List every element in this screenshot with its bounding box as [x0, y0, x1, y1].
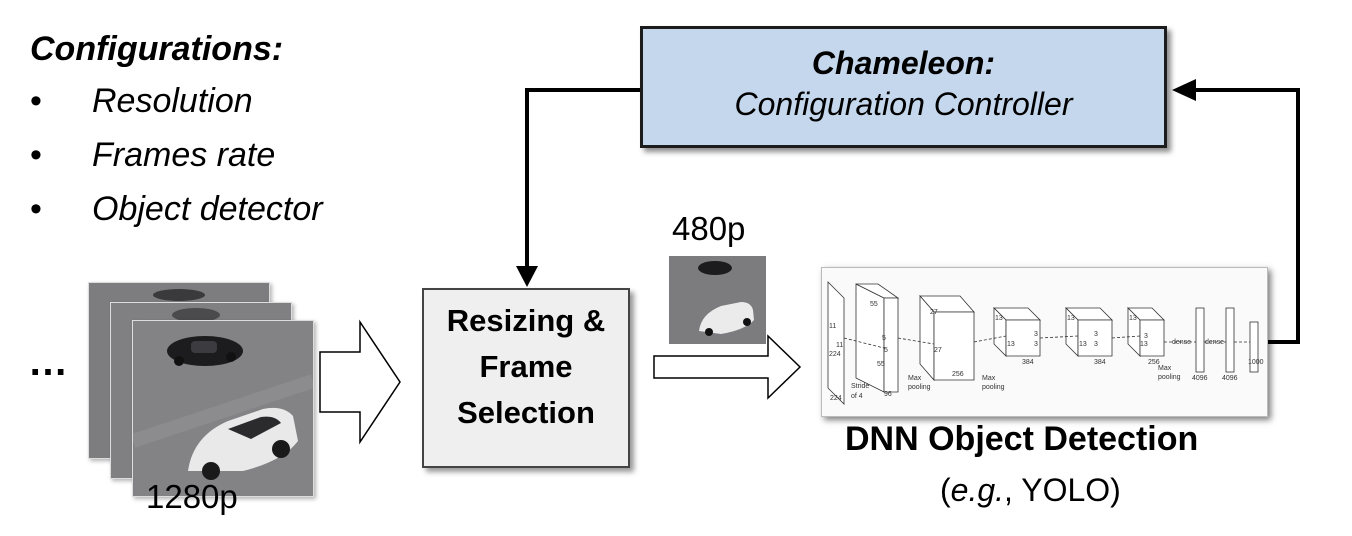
layer-label: 4096	[1192, 375, 1208, 382]
car-photo	[133, 321, 313, 496]
hollow-arrow-icon	[653, 334, 802, 400]
layer-label: 5	[884, 347, 888, 354]
resize-line-1: Resizing &	[446, 303, 606, 338]
layer-label: Max	[1158, 365, 1172, 372]
layer-label: 13	[1140, 341, 1148, 348]
layer-label: 96	[884, 391, 892, 398]
arrowhead-down-icon	[516, 266, 538, 287]
layer-label: Max	[908, 375, 922, 382]
layer-label: 384	[1022, 359, 1034, 366]
bullet-icon: •	[30, 190, 42, 228]
layer-label: 256	[1148, 359, 1160, 366]
config-item-label: Frames rate	[92, 136, 276, 174]
layer-label: 27	[934, 347, 942, 354]
layer-label: dense	[1172, 339, 1191, 346]
layer-label: pooling	[908, 384, 931, 391]
resize-line-3: Selection	[457, 395, 595, 430]
chameleon-controller-box: Chameleon: Configuration Controller	[640, 26, 1167, 148]
resized-video-frame	[669, 256, 766, 344]
controller-to-resize-arrow	[525, 88, 640, 268]
layer-label: pooling	[1158, 374, 1181, 381]
dnn-architecture-diagram: 11 224 224 11 55 5 5 55 96 Stride of 4 2…	[821, 267, 1268, 417]
layer-label: of 4	[851, 393, 863, 400]
resize-line-2: Frame	[479, 349, 573, 384]
resized-resolution-label: 480p	[672, 210, 746, 247]
layer-label: 3	[1034, 331, 1038, 338]
bullet-icon: •	[30, 82, 42, 120]
resize-frame-selection-box: Resizing & Frame Selection	[422, 288, 630, 468]
dnn-subtitle-example: e.g.	[950, 472, 1005, 508]
dnn-subtitle-model: , YOLO)	[1004, 472, 1121, 508]
arrowhead-left-icon	[1172, 79, 1196, 101]
video-frame	[132, 320, 314, 497]
layer-label: 3	[1144, 333, 1148, 340]
layer-label: 3	[1094, 341, 1098, 348]
config-item-label: Resolution	[92, 82, 253, 120]
layer-label: 1000	[1248, 359, 1264, 366]
cnn-layers: 11 224 224 11 55 5 5 55 96 Stride of 4 2…	[827, 281, 1264, 405]
layer-label: 55	[870, 301, 878, 308]
bullet-icon: •	[30, 136, 42, 174]
dnn-subtitle: (e.g., YOLO)	[940, 472, 1121, 509]
input-resolution-label: 1280p	[146, 478, 238, 515]
layer-label: 3	[1034, 341, 1038, 348]
layer-label: 11	[836, 342, 843, 349]
dnn-subtitle-prefix: (	[940, 472, 951, 508]
dark-car-icon	[167, 336, 243, 366]
layer-label: pooling	[982, 384, 1005, 391]
ellipsis-icon: …	[28, 340, 68, 384]
configurations-title: Configurations:	[30, 30, 284, 68]
layer-label: 11	[829, 323, 836, 330]
layer-label: 3	[1094, 331, 1098, 338]
layer-label: 224	[830, 395, 842, 402]
layer-label: Max	[982, 375, 996, 382]
layer-label: 384	[1094, 359, 1106, 366]
layer-label: 13	[1067, 315, 1075, 322]
dnn-title: DNN Object Detection	[845, 420, 1199, 458]
hollow-arrow-icon	[319, 319, 401, 445]
controller-subtitle: Configuration Controller	[734, 86, 1073, 122]
layer-label: 256	[952, 371, 964, 378]
controller-title: Chameleon:	[811, 45, 996, 81]
car-photo	[669, 256, 766, 344]
layer-label: 13	[1129, 315, 1137, 322]
layer-label: 4096	[1222, 375, 1238, 382]
layer-label: 13	[1007, 341, 1015, 348]
layer-label: dense	[1205, 339, 1224, 346]
layer-label: Stride	[851, 383, 869, 390]
layer-label: 13	[1079, 341, 1087, 348]
layer-label: 5	[882, 335, 886, 342]
dnn-to-controller-arrow	[1194, 88, 1300, 344]
layer-label: 13	[995, 315, 1003, 322]
layer-label: 55	[877, 361, 885, 368]
white-car-icon	[188, 407, 298, 480]
layer-label: 224	[829, 351, 841, 358]
config-item-label: Object detector	[92, 190, 323, 228]
layer-label: 27	[930, 309, 938, 316]
